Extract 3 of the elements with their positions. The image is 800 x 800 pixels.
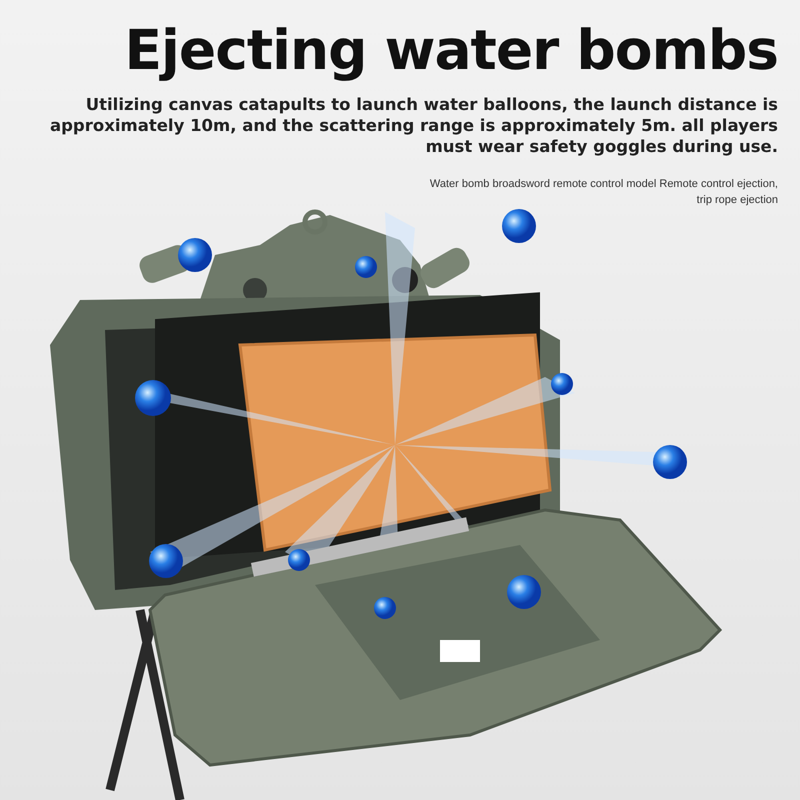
title: Ejecting water bombs — [124, 18, 778, 82]
description-text: Utilizing canvas catapults to launch water balloons, the launch distance is approximately 10m, and the scattering range is approximately 5m. all players must wear safety goggles during use. — [48, 94, 778, 157]
subtitle-text: Water bomb broadsword remote control model Remote control ejection, trip rope ejection — [428, 177, 778, 208]
